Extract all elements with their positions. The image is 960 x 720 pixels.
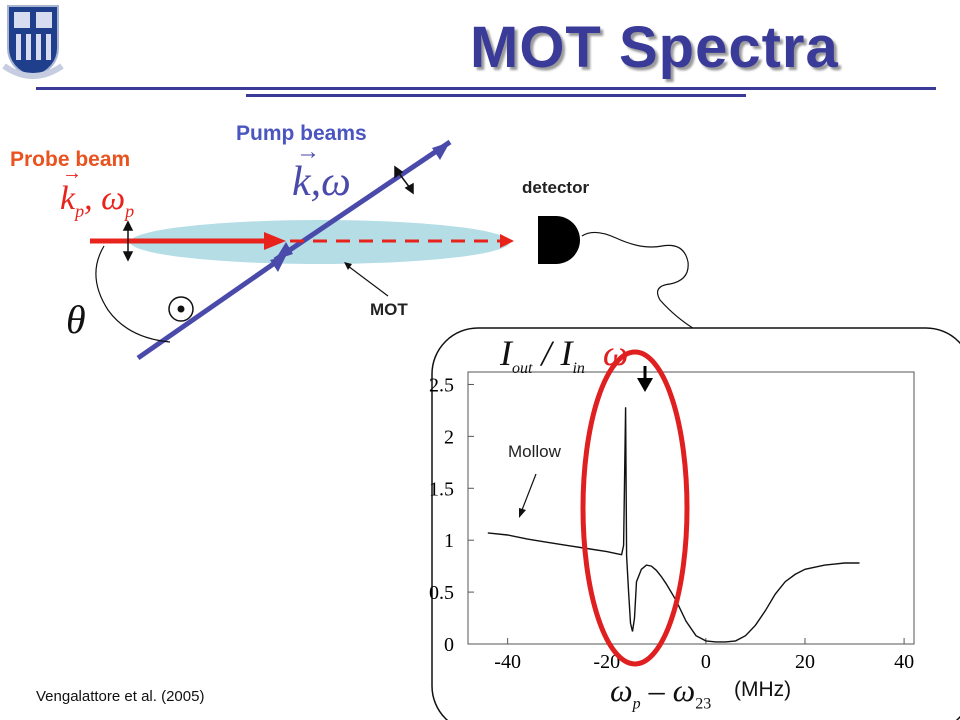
x-axis-formula: ωp – ω23 <box>610 672 712 713</box>
x-tick-label: 40 <box>894 651 914 673</box>
x-tick-label: 20 <box>795 651 815 673</box>
mot-pointer-arrow <box>347 265 389 297</box>
pump-wavevector-formula: k→,ω <box>292 139 351 205</box>
out-of-plane-symbol <box>168 296 194 322</box>
university-shield-logo <box>2 5 64 80</box>
x-tick-label: 0 <box>701 651 711 673</box>
plot-layer: -40 -20 0 20 40 0 0.5 1 1.5 2 2.5 <box>429 374 914 673</box>
spectrum-series-line <box>487 407 860 643</box>
angle-theta-symbol: θ <box>66 297 86 342</box>
mot-label: MOT <box>370 300 408 319</box>
probe-beam-label: Probe beam <box>10 148 131 171</box>
mollow-label: Mollow <box>508 442 561 461</box>
pump-beam-lower <box>136 255 286 361</box>
slide-title: MOT Spectra <box>470 15 839 80</box>
angle-arc <box>95 245 171 343</box>
x-tick-label: -40 <box>494 651 521 673</box>
detector-label: detector <box>522 178 590 197</box>
y-tick-label: 2 <box>444 426 454 448</box>
detector-cable <box>581 231 701 343</box>
x-axis-unit: (MHz) <box>734 678 792 701</box>
y-tick-label: 0.5 <box>429 582 454 604</box>
probe-polarization-arrow <box>122 220 134 262</box>
citation: Vengalattore et al. (2005) <box>36 688 205 705</box>
x-tick-label: -20 <box>593 651 620 673</box>
mollow-pointer-arrow <box>521 473 537 511</box>
pump-beams-label: Pump beams <box>236 122 367 145</box>
pump-beam-upper <box>273 139 452 263</box>
y-tick-label: 1.5 <box>429 478 454 500</box>
title-rule-short <box>246 94 746 97</box>
pump-polarization-arrow <box>394 165 414 195</box>
probe-wavevector-formula: k→p, ωp <box>60 162 135 221</box>
detector-icon <box>538 216 580 264</box>
probe-beam <box>90 232 514 250</box>
y-tick-label: 1 <box>444 530 454 552</box>
title-rule-long <box>36 87 936 90</box>
plot-frame <box>467 371 915 645</box>
highlight-ellipse <box>580 349 690 667</box>
spectrum-inset-box <box>431 327 960 720</box>
y-tick-label: 2.5 <box>429 374 454 396</box>
y-tick-label: 0 <box>444 634 454 656</box>
